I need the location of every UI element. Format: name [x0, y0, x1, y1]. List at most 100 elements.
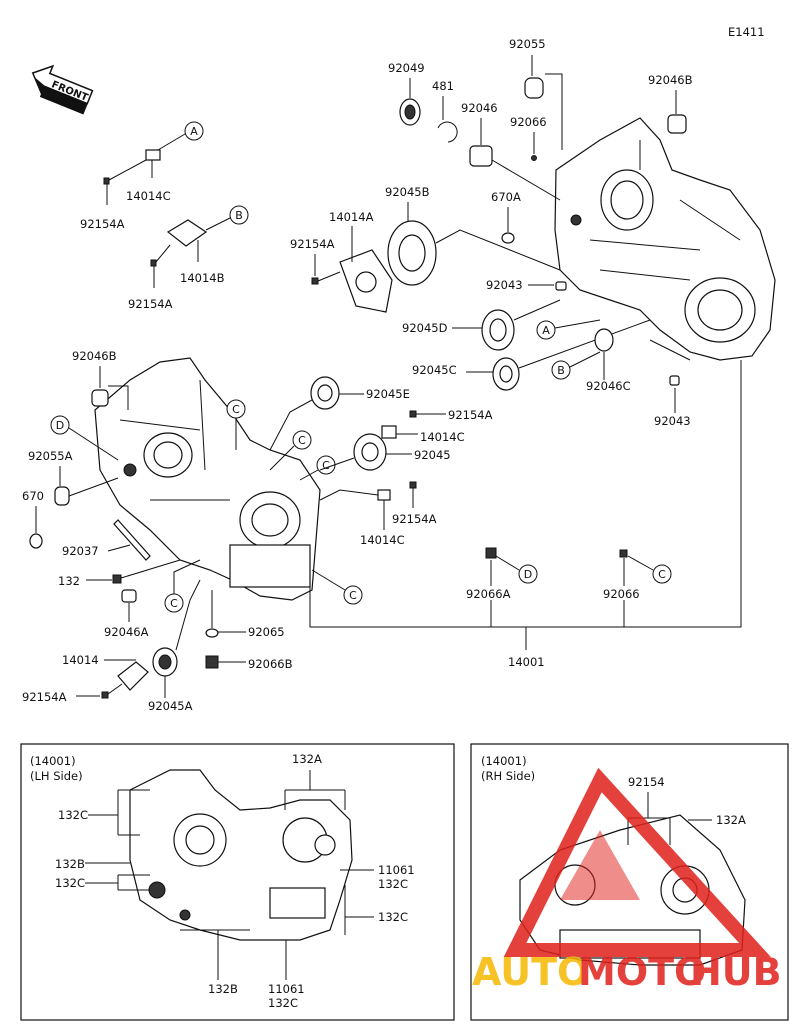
plug-92066B	[205, 655, 219, 669]
label-132C-lh-2: 132C	[55, 876, 85, 890]
diagram-code: E1411	[728, 25, 765, 39]
svg-text:B: B	[557, 364, 565, 377]
bolt-132	[112, 574, 122, 584]
plug-92066A	[485, 547, 497, 559]
bolt-92154A-mid	[409, 410, 417, 418]
label-670A: 670A	[491, 190, 521, 204]
label-92154-rh: 92154	[628, 775, 665, 789]
label-14001: 14001	[508, 655, 545, 669]
label-132C-lh-3: 132C	[378, 877, 408, 891]
label-11061-lh-1: 11061	[378, 863, 415, 877]
callout-D-left: D	[50, 415, 70, 435]
label-14014: 14014	[62, 653, 99, 667]
plate-14014C-upper	[145, 149, 161, 161]
label-92066A: 92066A	[466, 587, 511, 601]
callout-B-upper: B	[551, 360, 571, 380]
label-92049: 92049	[388, 61, 425, 75]
label-132C-lh-4: 132C	[378, 910, 408, 924]
callout-C-right: C	[652, 564, 672, 584]
bracket-14001	[309, 360, 742, 650]
label-92154A-low: 92154A	[392, 512, 437, 526]
bolt-92154A-upper	[311, 277, 319, 285]
callout-C-mid4: C	[343, 585, 363, 605]
label-11061-lh-2: 11061	[268, 982, 305, 996]
label-92066-top: 92066	[510, 115, 547, 129]
bolt-92154A-low	[409, 481, 417, 489]
svg-text:C: C	[658, 568, 666, 581]
label-670: 670	[22, 489, 44, 503]
label-92046B: 92046B	[648, 73, 693, 87]
label-92046A: 92046A	[104, 625, 149, 639]
oring-670	[29, 533, 43, 549]
plate-14014C-low	[377, 489, 391, 501]
bearing-92046	[469, 145, 493, 167]
lh-box-title-1: (14001)	[30, 754, 76, 768]
label-14014C-mid: 14014C	[420, 430, 465, 444]
rh-box-title-2: (RH Side)	[481, 769, 535, 783]
lh-box-title-2: (LH Side)	[30, 769, 83, 783]
bearing-92046B	[667, 114, 687, 134]
svg-text:C: C	[298, 434, 306, 447]
callout-A-left: A	[184, 121, 204, 141]
label-132A-rh: 132A	[716, 813, 746, 827]
front-arrow-icon: FRONT	[31, 64, 94, 115]
bearing-92046C	[594, 328, 614, 352]
automotohub-watermark-logo: AUTO MOTO HUB	[472, 767, 782, 994]
svg-text:C: C	[322, 459, 330, 472]
label-92066-right: 92066	[603, 587, 640, 601]
svg-text:D: D	[524, 568, 532, 581]
label-92045D: 92045D	[402, 321, 448, 335]
label-92043-lower: 92043	[654, 414, 691, 428]
label-92154A-mid: 92154A	[448, 408, 493, 422]
label-14014A: 14014A	[329, 210, 374, 224]
svg-text:C: C	[232, 403, 240, 416]
callout-C-lower-left: C	[164, 593, 184, 613]
plug-92066-top	[531, 155, 537, 161]
svg-text:D: D	[56, 419, 64, 432]
label-92154A-upper: 92154A	[290, 237, 335, 251]
svg-text:A: A	[190, 125, 198, 138]
label-132A-lh: 132A	[292, 752, 322, 766]
lh-side-box	[20, 743, 455, 1021]
label-14014B: 14014B	[180, 271, 225, 285]
label-132C-lh-1: 132C	[58, 808, 88, 822]
svg-text:MOTO: MOTO	[578, 950, 706, 994]
svg-text:A: A	[542, 324, 550, 337]
lh-case-drawing	[129, 769, 353, 941]
label-14014C-low: 14014C	[360, 533, 405, 547]
label-92066B: 92066B	[248, 657, 293, 671]
oring-92055A	[54, 486, 70, 506]
rh-crankcase	[554, 117, 776, 361]
label-92045E: 92045E	[366, 387, 410, 401]
dowel-92043-lower	[669, 375, 680, 386]
callout-A-upper: A	[536, 320, 556, 340]
label-132B-lh-2: 132B	[208, 982, 238, 996]
svg-text:HUB: HUB	[690, 950, 782, 994]
label-132C-lh-5: 132C	[268, 996, 298, 1010]
label-92046: 92046	[461, 101, 498, 115]
label-132B-lh-1: 132B	[55, 857, 85, 871]
label-92055A: 92055A	[28, 449, 73, 463]
rh-box-title-1: (14001)	[481, 754, 527, 768]
callout-D-right: D	[518, 564, 538, 584]
pin-92037	[113, 519, 151, 561]
plate-14014C-mid	[381, 425, 397, 439]
svg-text:C: C	[349, 589, 357, 602]
label-92065: 92065	[248, 625, 285, 639]
dowel-92043-upper	[555, 281, 567, 291]
label-92154A-A: 92154A	[80, 217, 125, 231]
label-92045: 92045	[414, 448, 451, 462]
svg-text:C: C	[170, 597, 178, 610]
rh-side-box	[470, 743, 789, 1021]
label-92154A-B: 92154A	[128, 297, 173, 311]
label-132: 132	[58, 574, 80, 588]
label-92045A: 92045A	[148, 699, 193, 713]
label-92046B-lh: 92046B	[72, 349, 117, 363]
callout-C-mid3: C	[316, 455, 336, 475]
washer-92065	[205, 628, 219, 638]
plate-14014	[117, 661, 149, 691]
lh-crankcase	[94, 357, 321, 601]
label-92154A-bottom: 92154A	[22, 690, 67, 704]
label-92046C: 92046C	[586, 379, 631, 393]
